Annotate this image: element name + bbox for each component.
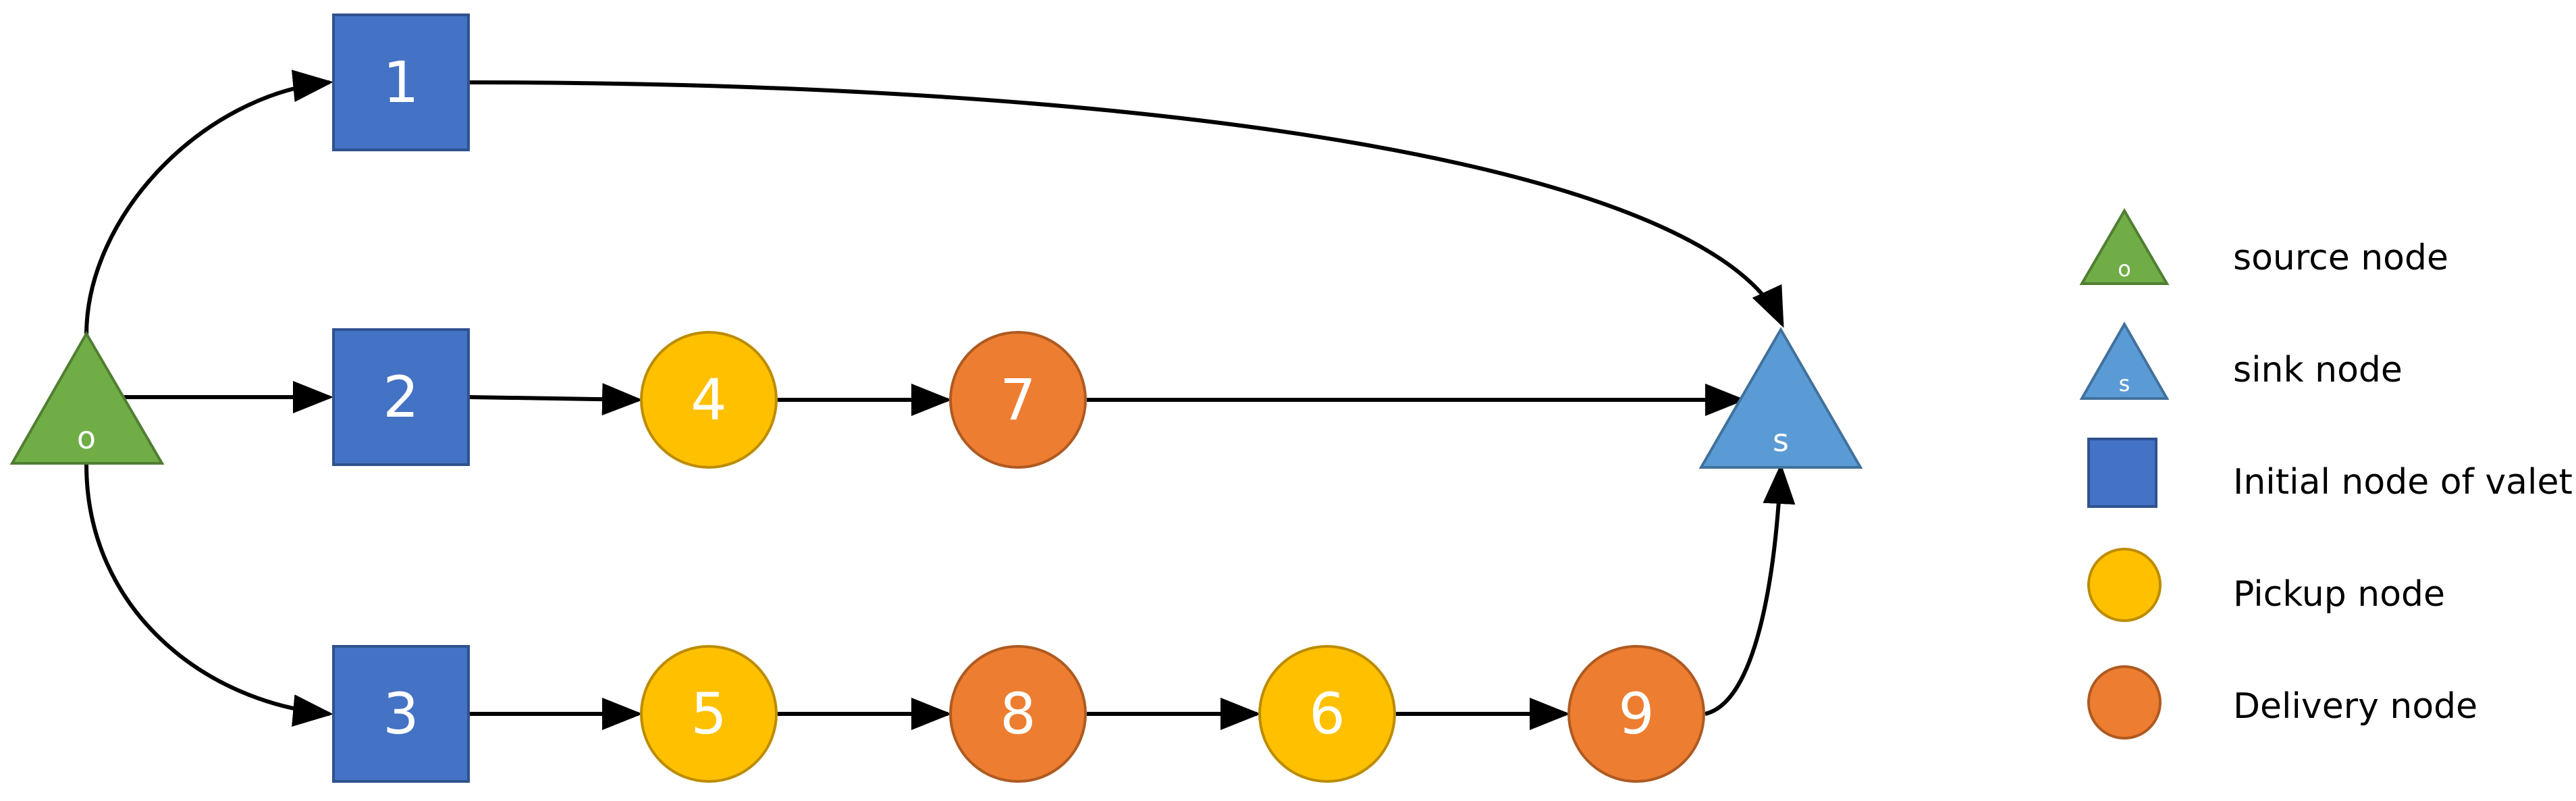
delivery-node-8-shape bbox=[949, 645, 1087, 783]
legend-source-label: source node bbox=[2233, 238, 2448, 278]
valet-node-3-label: 3 bbox=[383, 681, 419, 747]
valet-node-3-shape bbox=[332, 645, 470, 783]
sink-node-label: s bbox=[1773, 422, 1789, 459]
valet-node-1-shape bbox=[332, 14, 470, 151]
source-node-shape bbox=[9, 331, 165, 465]
edge-2-4 bbox=[469, 383, 643, 416]
pickup-node-5-label: 5 bbox=[691, 681, 726, 747]
valet-node-3: 3 bbox=[332, 645, 470, 783]
legend: o source node s sink node Initial node o… bbox=[2079, 208, 2573, 740]
pickup-node-4-shape bbox=[640, 331, 778, 469]
pickup-node-6-shape bbox=[1258, 645, 1396, 783]
legend-pickup-icon bbox=[2087, 548, 2162, 622]
legend-item-valet: Initial node of valet bbox=[2087, 438, 2573, 508]
valet-node-1: 1 bbox=[332, 14, 470, 151]
delivery-node-9-label: 9 bbox=[1618, 681, 1654, 747]
delivery-node-7: 7 bbox=[949, 331, 1087, 469]
legend-valet-icon bbox=[2087, 438, 2157, 508]
legend-delivery-icon bbox=[2087, 665, 2162, 740]
valet-node-2: 2 bbox=[332, 328, 470, 466]
sink-node: s bbox=[1698, 327, 1863, 469]
legend-item-pickup: Pickup node bbox=[2087, 548, 2445, 622]
legend-source-symbol: o bbox=[2118, 256, 2131, 282]
legend-item-sink: s sink node bbox=[2079, 321, 2403, 400]
sink-node-shape bbox=[1698, 327, 1863, 469]
delivery-node-9: 9 bbox=[1567, 645, 1705, 783]
valet-node-2-shape bbox=[332, 328, 470, 466]
pickup-node-5-shape bbox=[640, 645, 778, 783]
source-node: o bbox=[9, 331, 165, 465]
legend-sink-icon bbox=[2079, 321, 2170, 400]
edge-o-3 bbox=[84, 464, 333, 727]
legend-pickup-label: Pickup node bbox=[2233, 574, 2445, 615]
legend-source-icon bbox=[2079, 208, 2170, 285]
delivery-node-9-shape bbox=[1567, 645, 1705, 783]
pickup-node-4-label: 4 bbox=[691, 367, 726, 433]
pickup-node-4: 4 bbox=[640, 331, 778, 469]
delivery-node-8: 8 bbox=[949, 645, 1087, 783]
legend-item-delivery: Delivery node bbox=[2087, 665, 2477, 740]
delivery-node-8-label: 8 bbox=[1000, 681, 1036, 747]
delivery-node-7-label: 7 bbox=[1000, 367, 1036, 433]
valet-node-1-label: 1 bbox=[383, 49, 419, 115]
pickup-node-6: 6 bbox=[1258, 645, 1396, 783]
legend-valet-label: Initial node of valet bbox=[2233, 462, 2573, 502]
edge-o-1 bbox=[84, 70, 333, 336]
edges bbox=[84, 70, 1796, 730]
edge-9-s bbox=[1705, 463, 1796, 716]
legend-item-source: o source node bbox=[2079, 208, 2448, 285]
legend-delivery-label: Delivery node bbox=[2233, 686, 2477, 727]
source-node-label: o bbox=[77, 419, 96, 456]
edge-1-s bbox=[469, 80, 1784, 328]
valet-node-2-label: 2 bbox=[383, 364, 419, 430]
pickup-node-5: 5 bbox=[640, 645, 778, 783]
legend-sink-symbol: s bbox=[2119, 371, 2130, 396]
pickup-node-6-label: 6 bbox=[1309, 681, 1345, 747]
legend-sink-label: sink node bbox=[2233, 350, 2403, 390]
delivery-node-7-shape bbox=[949, 331, 1087, 469]
